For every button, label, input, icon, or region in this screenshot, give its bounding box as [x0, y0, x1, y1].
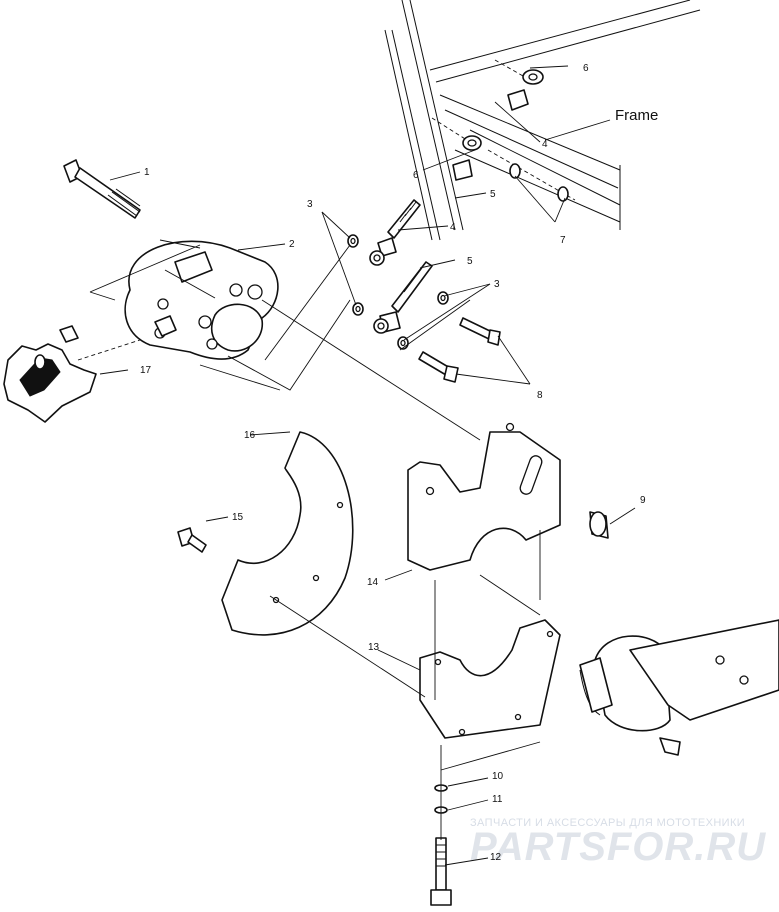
caliper-2: [124, 240, 279, 360]
callout-12: 12: [490, 852, 502, 863]
tie-rod-upper: [369, 199, 421, 266]
callout-14: 14: [367, 577, 379, 588]
callout-9: 9: [640, 495, 646, 506]
callout-2: 2: [289, 239, 295, 250]
washers-3: [347, 234, 449, 350]
callout-16: 16: [244, 430, 256, 441]
callout-17: 17: [140, 365, 152, 376]
callout-1: 1: [144, 167, 150, 178]
spacer-9: [589, 511, 609, 539]
callout-8: 8: [537, 390, 543, 401]
watermark-tagline: ЗАПЧАСТИ И АКСЕССУАРЫ ДЛЯ МОТОТЕХНИКИ: [470, 817, 745, 829]
callout-10: 10: [492, 771, 504, 782]
callout-15: 15: [232, 512, 244, 523]
nut-upper: [507, 89, 529, 111]
nut-lower: [452, 159, 473, 181]
callout-4-rod: 4: [450, 222, 456, 233]
bolts-8: [418, 317, 501, 383]
leader-lines: [99, 65, 636, 866]
clip-7-b: [557, 186, 569, 202]
callout-5-lower: 5: [467, 256, 473, 267]
callout-7: 7: [560, 235, 566, 246]
bracket-14: [407, 422, 561, 571]
assembly-lines: [89, 239, 541, 840]
callout-4-frame: 4: [542, 139, 548, 150]
rotor-16: [221, 431, 354, 636]
bolt-12: [430, 837, 452, 906]
frame-mount-hardware: [431, 59, 576, 202]
bracket-13: [419, 619, 561, 739]
frame-label: Frame: [615, 107, 658, 124]
callout-3-right: 3: [494, 279, 500, 290]
brake-pad-17: [3, 325, 141, 423]
callouts: Frame 1 2 3 3 4 4 5 5 6 6 7 8 9 10 11 12…: [140, 63, 658, 863]
tie-rod-lower: [373, 261, 433, 334]
callout-13: 13: [368, 642, 380, 653]
callout-3-left: 3: [307, 199, 313, 210]
axle-housing: [579, 619, 779, 756]
callout-5-upper: 5: [490, 189, 496, 200]
watermark: ЗАПЧАСТИ И АКСЕССУАРЫ ДЛЯ МОТОТЕХНИКИ PA…: [470, 817, 766, 869]
clip-7-a: [509, 163, 521, 179]
callout-11: 11: [492, 794, 503, 805]
callout-6-upper: 6: [583, 63, 589, 74]
frame-rails: [384, 0, 701, 241]
watermark-brand: PARTSFOR.RU: [470, 825, 766, 869]
callout-6-lower: 6: [413, 170, 419, 181]
bolt-15: [177, 527, 207, 553]
bolt-1: [63, 159, 141, 219]
